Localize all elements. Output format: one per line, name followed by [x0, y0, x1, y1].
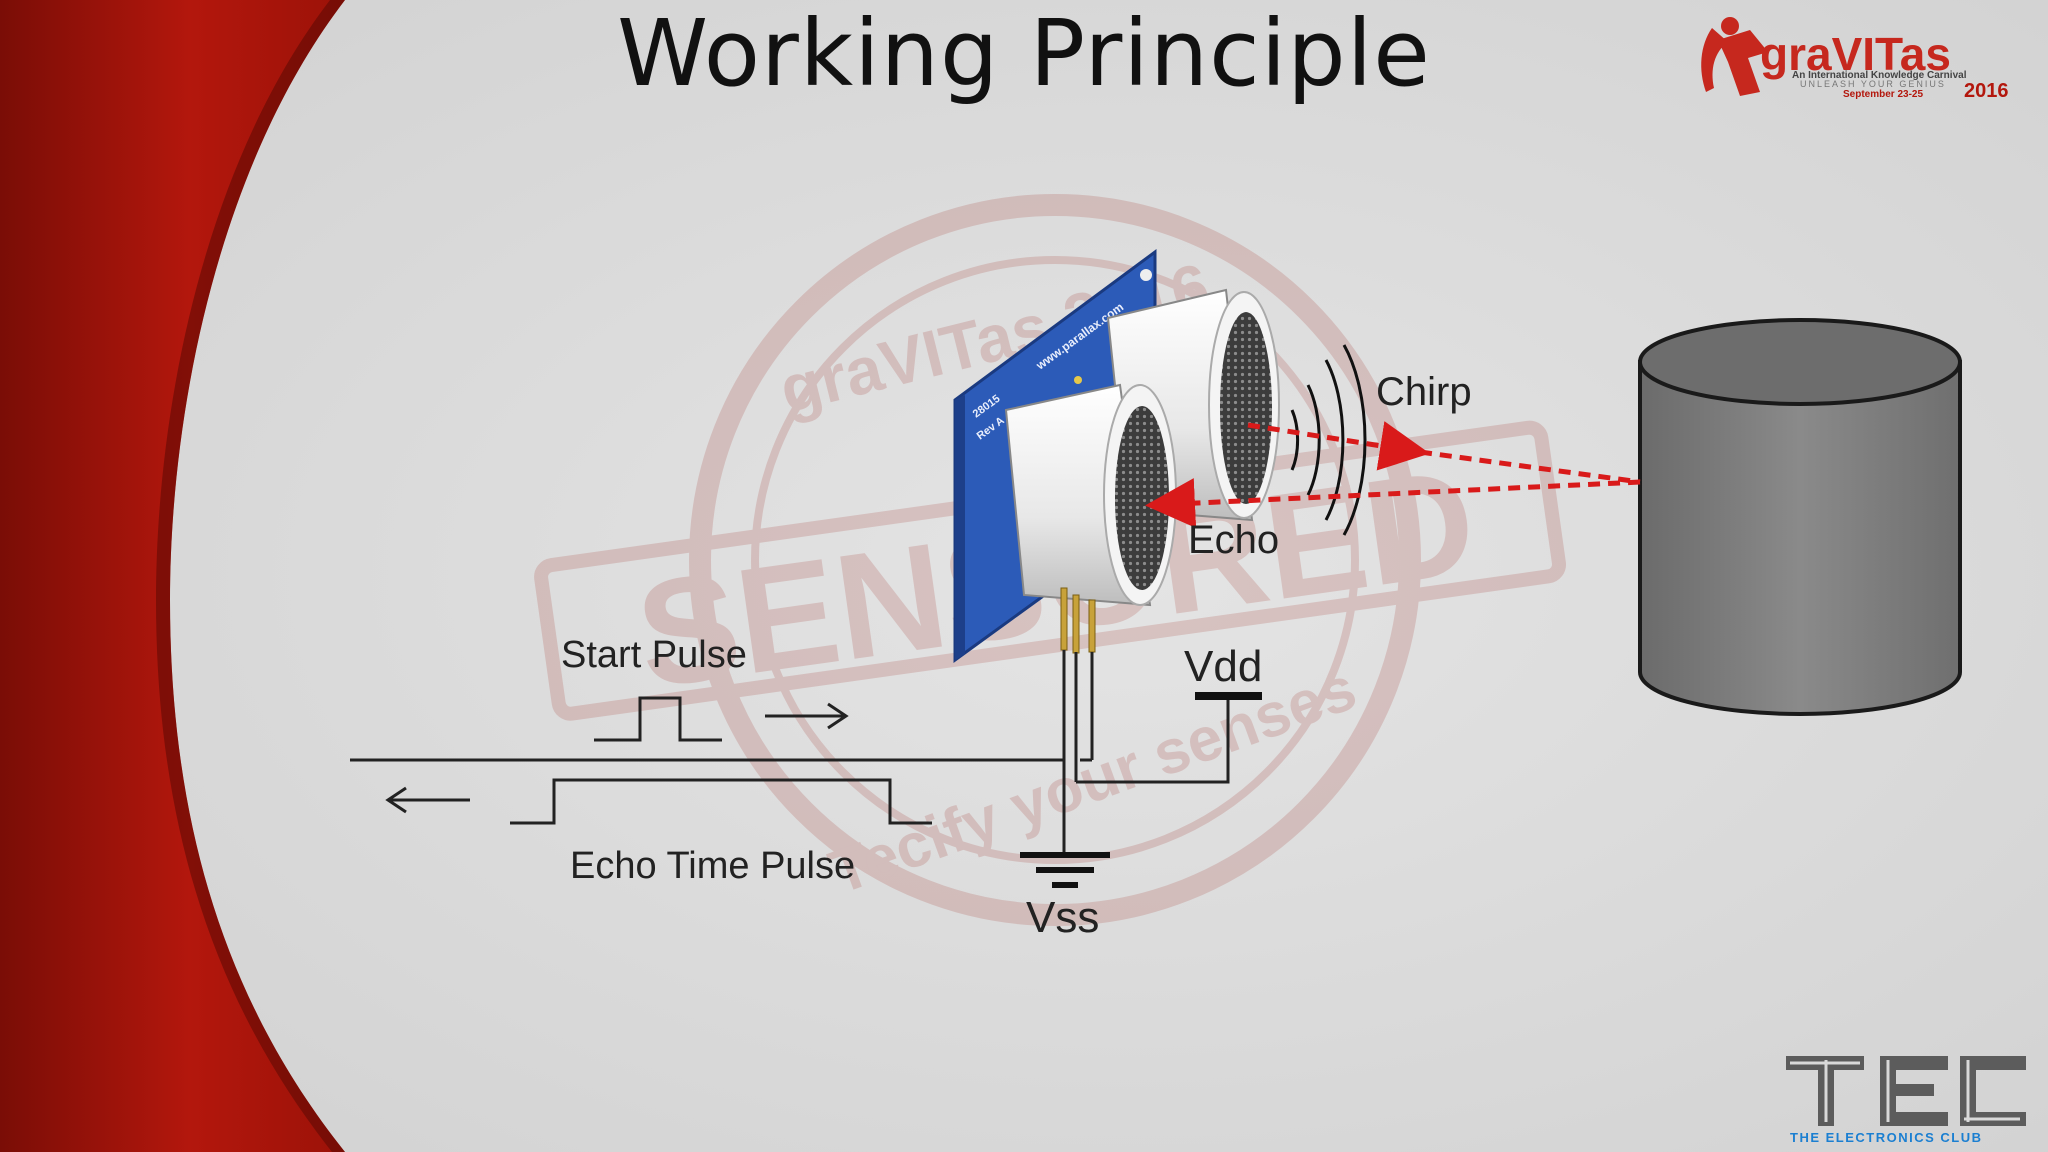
gravitas-dates: September 23-25	[1843, 89, 1923, 100]
ground-symbol	[1020, 852, 1110, 888]
target-object-cylinder	[1638, 318, 1962, 716]
vss-label: Vss	[1026, 893, 1100, 942]
start-pulse-waveform	[594, 696, 722, 742]
wiring	[350, 650, 1230, 852]
chirp-wave-icon	[1290, 344, 1367, 536]
tec-logo: THE ELECTRONICS CLUB	[1786, 1056, 2026, 1145]
slide-title: Working Principle	[617, 0, 1431, 107]
transducer-front	[1004, 383, 1177, 607]
echo-label: Echo	[1188, 518, 1280, 562]
echo-pulse-waveform	[510, 778, 932, 825]
gravitas-logo-name: graVITas	[1760, 28, 1951, 80]
tec-subtitle: THE ELECTRONICS CLUB	[1790, 1130, 1983, 1145]
vdd-label: Vdd	[1184, 642, 1263, 691]
start-pulse-label: Start Pulse	[561, 634, 747, 676]
gravitas-tagline: An International Knowledge Carnival	[1792, 70, 1967, 81]
right-arrow-icon	[765, 702, 849, 730]
vdd-wire	[1076, 700, 1230, 784]
left-arrow-icon	[385, 786, 470, 814]
transducer-back	[1106, 288, 1280, 522]
ultrasonic-sensor: www.parallax.com 28015 Rev A	[953, 249, 1280, 663]
echo-time-pulse-label: Echo Time Pulse	[570, 845, 856, 887]
gravitas-logo: graVITas An International Knowledge Carn…	[1701, 17, 2009, 102]
swoosh-shadow	[156, 0, 345, 1152]
echo-arrow	[1145, 478, 1641, 529]
chirp-arrow	[1247, 421, 1430, 471]
left-red-swoosh	[0, 0, 345, 1152]
gravitas-year: 2016	[1964, 80, 2009, 102]
chirp-label: Chirp	[1376, 370, 1472, 414]
chirp-arrow-tail	[1419, 449, 1641, 485]
gravitas-motto: UNLEASH YOUR GENIUS	[1800, 79, 1946, 89]
